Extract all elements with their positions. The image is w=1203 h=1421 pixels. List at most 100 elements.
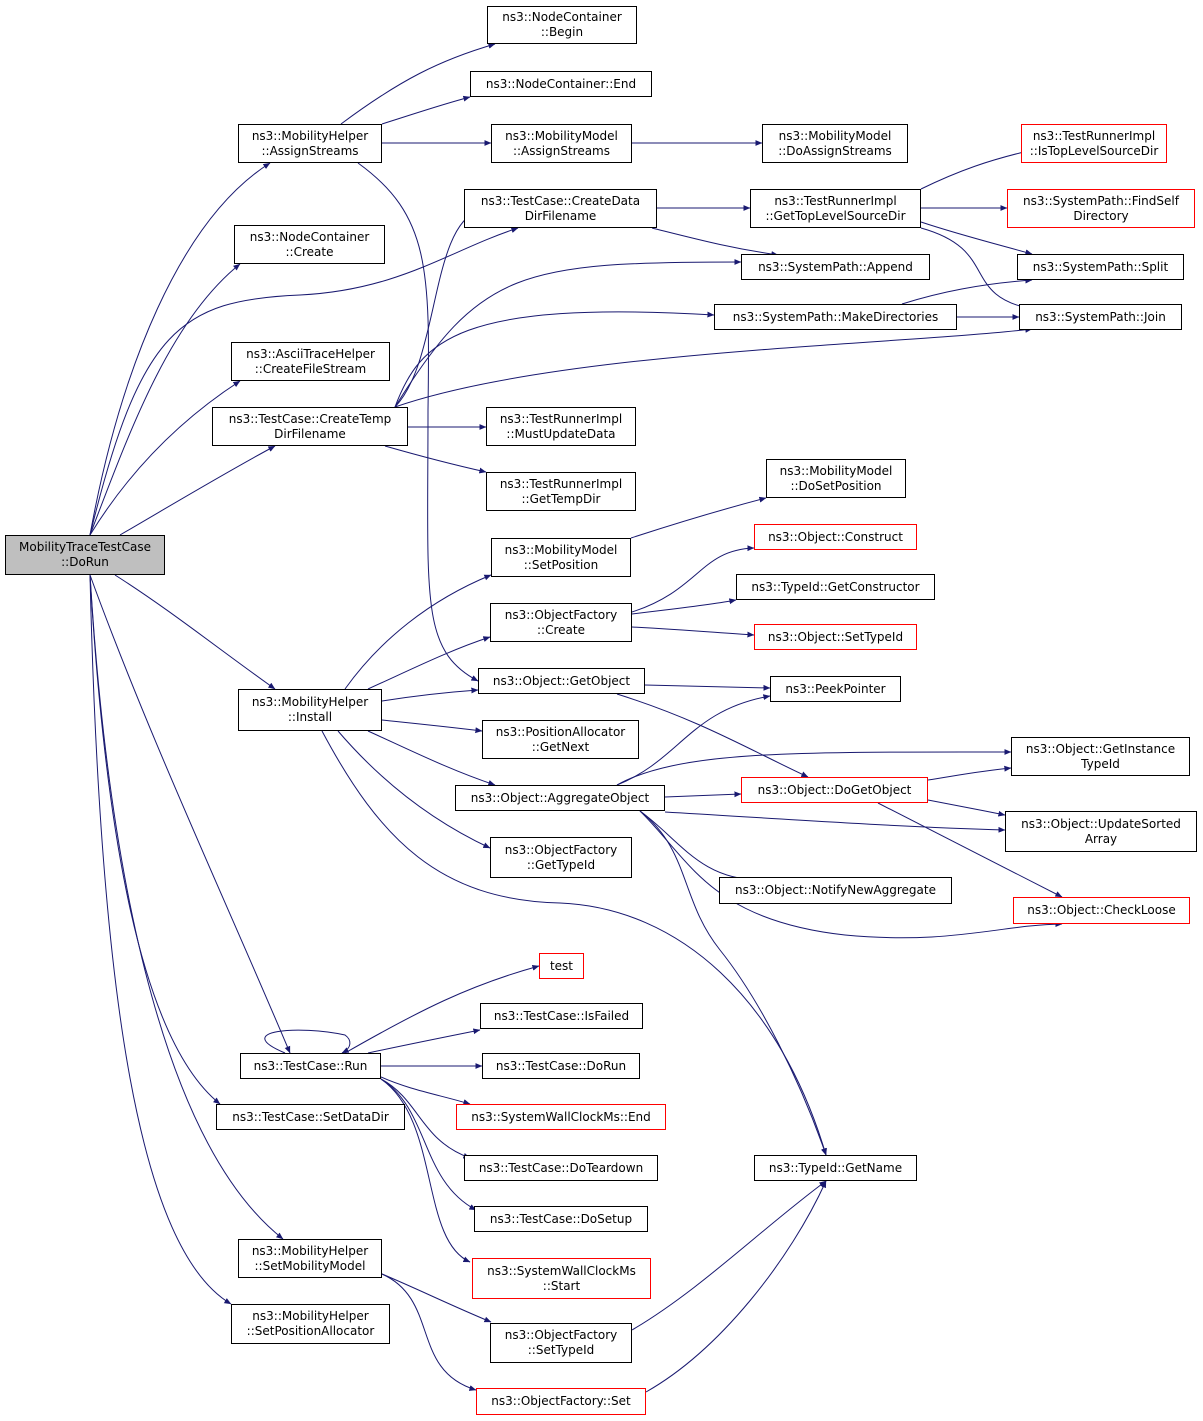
edge-sp_makedirs-to-sp_split xyxy=(901,277,1033,305)
node-testcase-isfailed[interactable]: ns3::TestCase::IsFailed xyxy=(480,1003,643,1029)
node-typeid-getname[interactable]: ns3::TypeId::GetName xyxy=(754,1155,917,1181)
node-testcase-dosetup[interactable]: ns3::TestCase::DoSetup xyxy=(474,1206,648,1232)
node-systempath-join[interactable]: ns3::SystemPath::Join xyxy=(1019,304,1182,330)
node-object-checkloose[interactable]: ns3::Object::CheckLoose xyxy=(1013,897,1190,924)
node-testrunnerimpl-gettempdir[interactable]: ns3::TestRunnerImpl ::GetTempDir xyxy=(486,472,636,511)
edge-tc_ctemp-to-tri_gettemp xyxy=(384,445,487,474)
node-mobilitymodel-setposition[interactable]: ns3::MobilityModel ::SetPosition xyxy=(491,538,631,577)
edge-mh_install-to-obj_agg xyxy=(367,730,496,786)
node-peekpointer[interactable]: ns3::PeekPointer xyxy=(770,676,901,702)
node-object-construct[interactable]: ns3::Object::Construct xyxy=(754,524,917,550)
edge-obj_agg-to-obj_check xyxy=(639,810,1063,939)
edge-tc_run-to-swc_start xyxy=(380,1078,471,1263)
edge-obj_doget-to-obj_getinst xyxy=(927,765,1012,781)
edge-mh_setmm-to-of_settid xyxy=(381,1273,492,1323)
node-systempath-append[interactable]: ns3::SystemPath::Append xyxy=(741,254,930,280)
edge-of_create-to-obj_construct xyxy=(631,545,755,613)
edge-mh_install-to-pa_getnext xyxy=(381,719,483,734)
edge-obj_getobj-to-obj_doget xyxy=(616,693,809,778)
edge-tc_run-to-test xyxy=(344,964,540,1054)
node-typeid-getconstructor[interactable]: ns3::TypeId::GetConstructor xyxy=(736,574,935,600)
node-object-aggregateobject[interactable]: ns3::Object::AggregateObject xyxy=(455,785,665,811)
node-objectfactory-settypeid[interactable]: ns3::ObjectFactory ::SetTypeId xyxy=(490,1323,632,1363)
edge-root-to-nc_create xyxy=(89,263,241,536)
node-nodecontainer-begin[interactable]: ns3::NodeContainer ::Begin xyxy=(487,6,637,44)
edge-of_set-to-tid_getname xyxy=(645,1180,827,1393)
node-mobilityhelper-assignstreams[interactable]: ns3::MobilityHelper ::AssignStreams xyxy=(238,124,382,163)
edge-tc_ctemp-to-sp_append xyxy=(394,259,742,408)
edge-obj_agg-to-peek xyxy=(616,694,771,786)
edge-tc_run-to-tc_teardown xyxy=(380,1078,471,1159)
edge-obj_agg-to-obj_upd xyxy=(664,811,1006,833)
node-systemwallclockms-start[interactable]: ns3::SystemWallClockMs ::Start xyxy=(472,1258,651,1299)
node-mobilitymodel-dosetposition[interactable]: ns3::MobilityModel ::DoSetPosition xyxy=(766,459,906,498)
edge-obj_doget-to-obj_check xyxy=(877,802,1063,898)
edge-obj_agg-to-obj_getinst xyxy=(616,749,1012,786)
node-object-notifynewaggregate[interactable]: ns3::Object::NotifyNewAggregate xyxy=(719,877,952,904)
node-object-updatesortedarray[interactable]: ns3::Object::UpdateSorted Array xyxy=(1005,811,1197,852)
edge-obj_doget-to-obj_upd xyxy=(927,799,1006,817)
node-testrunnerimpl-mustupdatedata[interactable]: ns3::TestRunnerImpl ::MustUpdateData xyxy=(486,407,636,446)
node-mobilitymodel-assignstreams[interactable]: ns3::MobilityModel ::AssignStreams xyxy=(491,124,632,163)
node-mobilityhelper-install[interactable]: ns3::MobilityHelper ::Install xyxy=(238,689,382,731)
node-testcase-createtempdirfilename[interactable]: ns3::TestCase::CreateTemp DirFilename xyxy=(212,407,408,446)
edge-obj_getobj-to-peek xyxy=(644,684,771,691)
node-systempath-split[interactable]: ns3::SystemPath::Split xyxy=(1017,254,1184,280)
edge-mh_install-to-obj_getobj xyxy=(381,687,479,702)
node-testcase-run[interactable]: ns3::TestCase::Run xyxy=(240,1053,381,1079)
node-positionallocator-getnext[interactable]: ns3::PositionAllocator ::GetNext xyxy=(482,720,639,759)
edge-tc_run-to-tc_isfailed xyxy=(367,1028,481,1054)
node-object-getinstancetypeid[interactable]: ns3::Object::GetInstance TypeId xyxy=(1011,737,1190,776)
node-mobilityhelper-setpositionallocator[interactable]: ns3::MobilityHelper ::SetPositionAllocat… xyxy=(231,1304,390,1344)
edge-mh_setmm-to-of_set xyxy=(381,1273,477,1391)
edge-tc_run-to-tc_setup xyxy=(380,1078,477,1211)
node-testcase-doteardown[interactable]: ns3::TestCase::DoTeardown xyxy=(464,1155,658,1181)
node-systempath-makedirectories[interactable]: ns3::SystemPath::MakeDirectories xyxy=(714,304,957,330)
node-systemwallclockms-end[interactable]: ns3::SystemWallClockMs::End xyxy=(456,1104,666,1130)
edge-mh_assign-to-nc_end xyxy=(381,95,471,125)
node-testrunnerimpl-gettoplevelsourcedir[interactable]: ns3::TestRunnerImpl ::GetTopLevelSourceD… xyxy=(750,189,921,228)
node-nodecontainer-end[interactable]: ns3::NodeContainer::End xyxy=(470,71,652,97)
edge-mh_assign-to-nc_begin xyxy=(340,43,496,125)
edge-root-to-tc_setdata xyxy=(89,574,221,1105)
edge-tc_run-to-tc_run xyxy=(264,1029,351,1054)
edge-root-to-mh_install xyxy=(114,574,276,690)
node-objectfactory-gettypeid[interactable]: ns3::ObjectFactory ::GetTypeId xyxy=(490,837,632,878)
edge-of_create-to-obj_settid xyxy=(631,626,755,638)
edge-mh_install-to-of_gettid xyxy=(337,730,491,849)
node-testcase-dorun[interactable]: ns3::TestCase::DoRun xyxy=(482,1053,640,1079)
node-object-dogetobject[interactable]: ns3::Object::DoGetObject xyxy=(741,777,928,803)
edge-of_create-to-tid_getctor xyxy=(631,598,737,615)
node-test[interactable]: test xyxy=(539,953,584,979)
edge-of_settid-to-tid_getname xyxy=(631,1180,827,1331)
node-systempath-findselfdirectory[interactable]: ns3::SystemPath::FindSelf Directory xyxy=(1007,189,1195,228)
node-mobilitytracetestcase-dorun: MobilityTraceTestCase ::DoRun xyxy=(5,535,165,575)
edge-mh_install-to-mm_setpos xyxy=(344,574,492,690)
edge-root-to-mh_setmm xyxy=(89,574,284,1240)
node-mobilitymodel-doassignstreams[interactable]: ns3::MobilityModel ::DoAssignStreams xyxy=(762,124,908,163)
edge-tc_ctemp-to-tc_cdata xyxy=(394,209,481,408)
node-object-getobject[interactable]: ns3::Object::GetObject xyxy=(478,668,645,694)
node-nodecontainer-create[interactable]: ns3::NodeContainer ::Create xyxy=(234,225,385,264)
edge-mh_install-to-tid_getname xyxy=(321,730,827,1156)
edge-tc_ctemp-to-sp_makedirs xyxy=(394,311,715,408)
edge-root-to-tc_cdata xyxy=(89,227,519,536)
node-objectfactory-create[interactable]: ns3::ObjectFactory ::Create xyxy=(490,603,632,642)
node-testcase-createdatadirfilename[interactable]: ns3::TestCase::CreateData DirFilename xyxy=(464,189,657,228)
node-asciitracehelper-createfilestream[interactable]: ns3::AsciiTraceHelper ::CreateFileStream xyxy=(231,342,390,381)
edge-tri_gettop-to-sp_split xyxy=(920,221,1033,256)
node-objectfactory-set[interactable]: ns3::ObjectFactory::Set xyxy=(476,1388,646,1415)
node-testrunnerimpl-istoplevelsourcedir[interactable]: ns3::TestRunnerImpl ::IsTopLevelSourceDi… xyxy=(1021,124,1167,163)
edge-obj_agg-to-tid_getname xyxy=(639,810,827,1156)
edge-tc_ctemp-to-sp_join xyxy=(394,326,1033,408)
node-testcase-setdatadir[interactable]: ns3::TestCase::SetDataDir xyxy=(216,1104,405,1130)
edge-root-to-mh_assign xyxy=(89,162,271,536)
node-mobilityhelper-setmobilitymodel[interactable]: ns3::MobilityHelper ::SetMobilityModel xyxy=(238,1239,382,1278)
node-object-settypeid[interactable]: ns3::Object::SetTypeId xyxy=(754,624,917,650)
edge-root-to-mh_setpa xyxy=(89,574,232,1305)
edge-root-to-tc_run xyxy=(89,574,291,1054)
edge-obj_agg-to-obj_notify xyxy=(639,810,762,883)
edge-root-to-tc_ctemp xyxy=(119,445,276,536)
